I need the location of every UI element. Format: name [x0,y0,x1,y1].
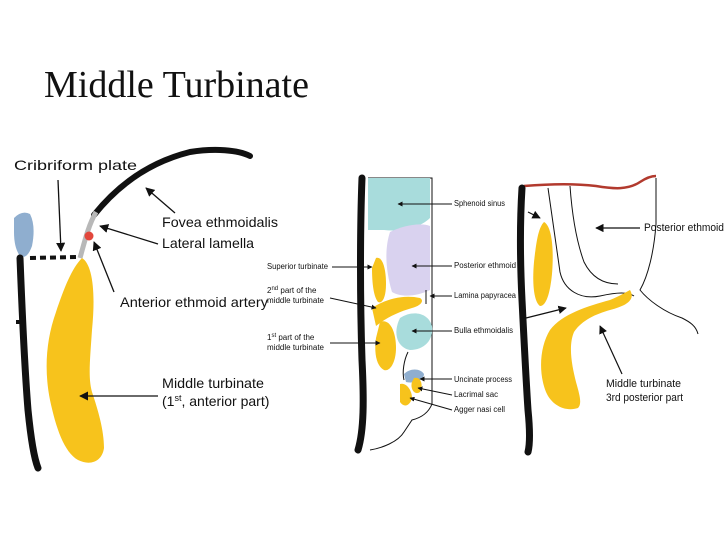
label-middle-turbinate-3rd-line2: 3rd posterior part [606,392,683,404]
label-2nd-part-line1: 2nd part of the [267,286,317,295]
cribriform-plate-line [29,255,79,260]
arrow-lateral-lamella [99,224,159,245]
posterior-septum-bone [517,184,533,456]
arrow-anterior-ethmoid-artery [92,241,115,293]
superior-turbinate-posterior [533,222,553,306]
label-lacrimal-sac: Lacrimal sac [454,390,498,399]
panel-posterior-coronal: Posterior ethmoid Middle turbinate 3rd p… [517,174,724,456]
arrow-agger-nasi-cell [409,396,453,411]
cribriform-blob [14,212,34,257]
arrow-meatus-p3 [525,305,567,319]
anterior-ethmoid-artery-dot [84,231,94,241]
label-2nd-part-line2: middle turbinate [267,296,325,305]
label-middle-turbinate-3rd-line1: Middle turbinate [606,378,681,390]
label-superior-turbinate: Superior turbinate [267,262,329,271]
bulla-ethmoidalis [396,313,433,350]
slide-title: Middle Turbinate [44,64,309,106]
arrow-2nd-part [329,297,377,310]
panel-anterior-coronal: Cribriform plate Fovea ethmoidalis Later… [14,146,278,472]
label-posterior-ethmoid: Posterior ethmoid [454,261,516,270]
nasal-septum-bone [16,254,42,472]
arrow-cribriform-plate [56,179,66,252]
middle-turbinate-3rd-part [541,290,632,410]
posterior-ethmoid-sinus [386,224,430,296]
agger-nasi-cell [400,383,412,406]
label-middle-turbinate-line2: (1st, anterior part) [162,393,269,409]
arrow-middle-turbinate-3rd [599,325,623,375]
label-1st-part-line1: 1st part of the [267,333,315,342]
arrow-lacrimal-sac [417,386,453,396]
panel-sagittal: Sphenoid sinus Posterior ethmoid Lamina … [267,174,517,454]
superior-turbinate [372,257,386,303]
sagittal-septum-bone [354,174,367,454]
label-sphenoid-sinus: Sphenoid sinus [454,199,505,208]
label-posterior-ethmoid-p3: Posterior ethmoid [644,222,724,234]
label-cribriform-plate: Cribriform plate [14,157,137,173]
middle-turbinate-2nd-part [372,296,423,326]
label-1st-part-line2: middle turbinate [267,343,325,352]
label-uncinate-process: Uncinate process [454,375,512,384]
inner-contour-line [402,351,409,381]
label-agger-nasi-cell: Agger nasi cell [454,405,505,414]
label-anterior-ethmoid-artery: Anterior ethmoid artery [120,294,268,310]
arrow-fovea-ethmoidalis [145,187,176,214]
arrow-superior-p3 [527,210,541,219]
label-bulla-ethmoidalis: Bulla ethmoidalis [454,326,513,335]
orbit-thin-line [639,178,699,335]
label-lamina-papyracea: Lamina papyracea [454,291,517,300]
label-lateral-lamella: Lateral lamella [162,235,254,251]
lamella-thin-line-a [547,187,635,298]
middle-turbinate-1st-part-sagittal [375,321,396,371]
middle-turbinate-1st-part [46,258,104,463]
sagittal-outline [368,177,433,451]
skull-base-roof [523,174,657,190]
label-middle-turbinate-line1: Middle turbinate [162,375,264,391]
fovea-ethmoidalis-line [91,146,253,218]
lamella-thin-line-b [569,185,619,285]
label-fovea-ethmoidalis: Fovea ethmoidalis [162,214,278,230]
